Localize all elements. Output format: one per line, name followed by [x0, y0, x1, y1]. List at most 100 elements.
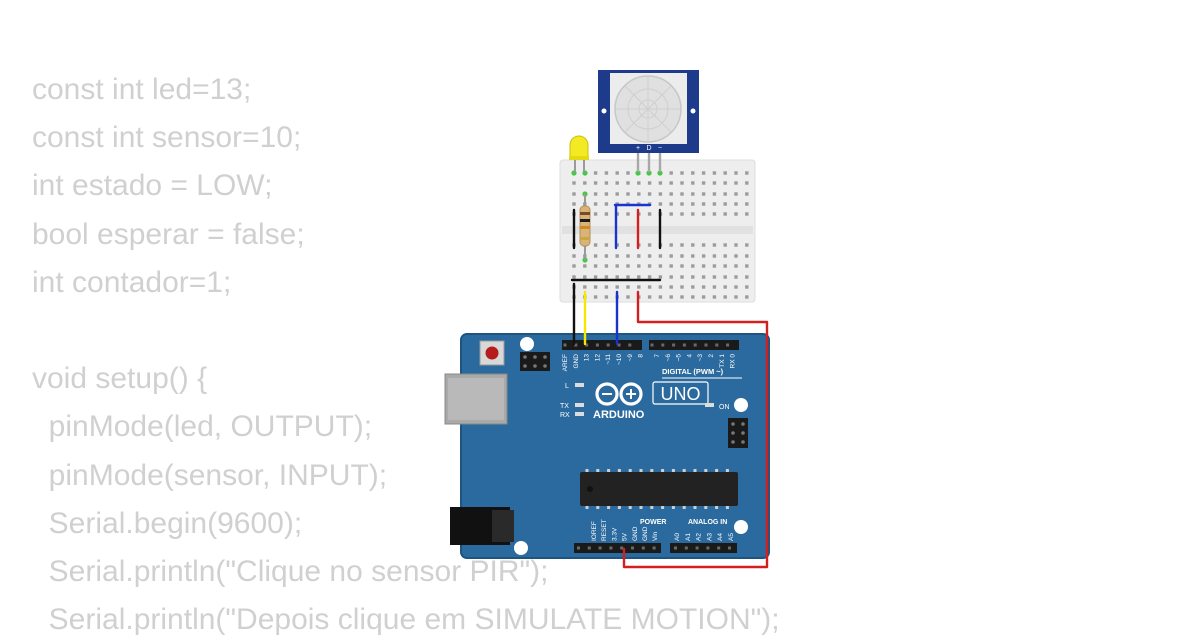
breadboard-hole	[680, 295, 684, 299]
breadboard-hole	[637, 181, 641, 185]
uno-badge	[652, 381, 709, 405]
reset-button-cap[interactable]	[485, 346, 499, 360]
breadboard-hole	[669, 264, 673, 268]
breadboard-hole	[583, 264, 587, 268]
mount-hole	[520, 337, 534, 351]
breadboard-hole	[658, 275, 663, 279]
breadboard-hole	[604, 181, 609, 185]
breadboard-hole	[701, 202, 706, 206]
breadboard-hole	[745, 181, 749, 185]
arduino-logo-icon	[595, 382, 643, 406]
power-pin-label: Vin	[652, 531, 659, 541]
chip-pin	[650, 506, 654, 509]
breadboard-hole	[572, 264, 576, 268]
breadboard-hole	[658, 264, 663, 268]
breadboard-hole	[626, 243, 630, 247]
breadboard-hole	[723, 181, 727, 185]
code-line: int contador=1;	[32, 265, 232, 299]
header-pin	[695, 546, 699, 550]
breadboard-hole	[615, 285, 619, 289]
breadboard-hole	[712, 264, 717, 268]
on-led	[705, 403, 714, 407]
breadboard-hole	[734, 254, 738, 258]
resistor[interactable]	[579, 194, 591, 260]
chip-pin	[585, 469, 589, 472]
breadboard-hole	[680, 181, 684, 185]
digital-pin-label: 8	[638, 354, 645, 358]
breadboard-hole	[723, 254, 727, 258]
breadboard-hole	[593, 171, 598, 175]
mount-hole	[734, 520, 748, 534]
breadboard-hole	[723, 243, 727, 247]
l-led-label: L	[565, 383, 569, 390]
tx-led-label: TX	[560, 403, 569, 410]
breadboard-hole	[604, 212, 609, 216]
breadboard-hole	[680, 202, 684, 206]
resistor-band	[580, 219, 590, 222]
breadboard-hole	[680, 275, 684, 279]
chip-pin	[639, 506, 643, 509]
code-line: bool esperar = false;	[32, 217, 305, 251]
digital-pin-label: 7	[654, 354, 661, 358]
analog-label: ANALOG IN	[688, 519, 727, 526]
breadboard-hole	[626, 212, 630, 216]
icsp-header	[520, 352, 550, 371]
breadboard-hole	[604, 275, 609, 279]
breadboard-hole	[701, 254, 706, 258]
breadboard-hole	[680, 192, 684, 196]
breadboard-hole	[734, 192, 738, 196]
digital-pin-label: RX 0	[730, 354, 737, 369]
breadboard-hole	[745, 243, 749, 247]
pir-mount-hole	[601, 108, 607, 114]
breadboard-pin-marker	[646, 170, 652, 176]
digital-pin-label: 12	[594, 354, 601, 362]
breadboard-hole	[637, 275, 641, 279]
header-pin	[563, 343, 567, 347]
breadboard-hole	[583, 275, 587, 279]
breadboard-hole	[745, 202, 749, 206]
breadboard-hole	[626, 264, 630, 268]
pir-dome-facets	[615, 76, 681, 142]
header-pin	[672, 343, 676, 347]
breadboard-hole	[669, 212, 673, 216]
digital-header-left	[562, 340, 642, 350]
header-pin	[595, 343, 599, 347]
breadboard-hole	[604, 295, 609, 299]
chip-pin	[661, 506, 665, 509]
breadboard-hole	[669, 295, 673, 299]
header-pin	[609, 546, 613, 550]
analog-pin-label: A5	[728, 533, 735, 541]
breadboard-hole	[626, 171, 630, 175]
pir-sensor[interactable]: + D −	[598, 70, 699, 172]
header-pin	[715, 343, 719, 347]
breadboard-hole	[701, 171, 706, 175]
header-pin	[661, 343, 665, 347]
breadboard-hole	[723, 285, 727, 289]
header-pin	[726, 343, 730, 347]
chip-pin	[725, 469, 729, 472]
header-pin	[652, 546, 656, 550]
breadboard-hole	[604, 264, 609, 268]
header-pin	[617, 343, 621, 347]
breadboard-hole	[615, 171, 619, 175]
breadboard-hole	[647, 243, 652, 247]
digital-pin-label: ~5	[676, 354, 683, 362]
breadboard-hole	[604, 254, 609, 258]
uno-model: UNO	[661, 384, 701, 404]
chip-pin	[682, 506, 686, 509]
breadboard-hole	[723, 212, 727, 216]
mount-hole	[734, 398, 748, 412]
icsp-header-right	[728, 418, 748, 448]
breadboard-hole	[723, 295, 727, 299]
breadboard-hole	[626, 275, 630, 279]
led[interactable]	[569, 135, 589, 172]
breadboard-hole	[647, 254, 652, 258]
header-pin	[693, 343, 697, 347]
digital-pin-label: ~3	[697, 354, 704, 362]
breadboard-hole	[615, 275, 619, 279]
digital-pin-label: ~6	[665, 354, 672, 362]
